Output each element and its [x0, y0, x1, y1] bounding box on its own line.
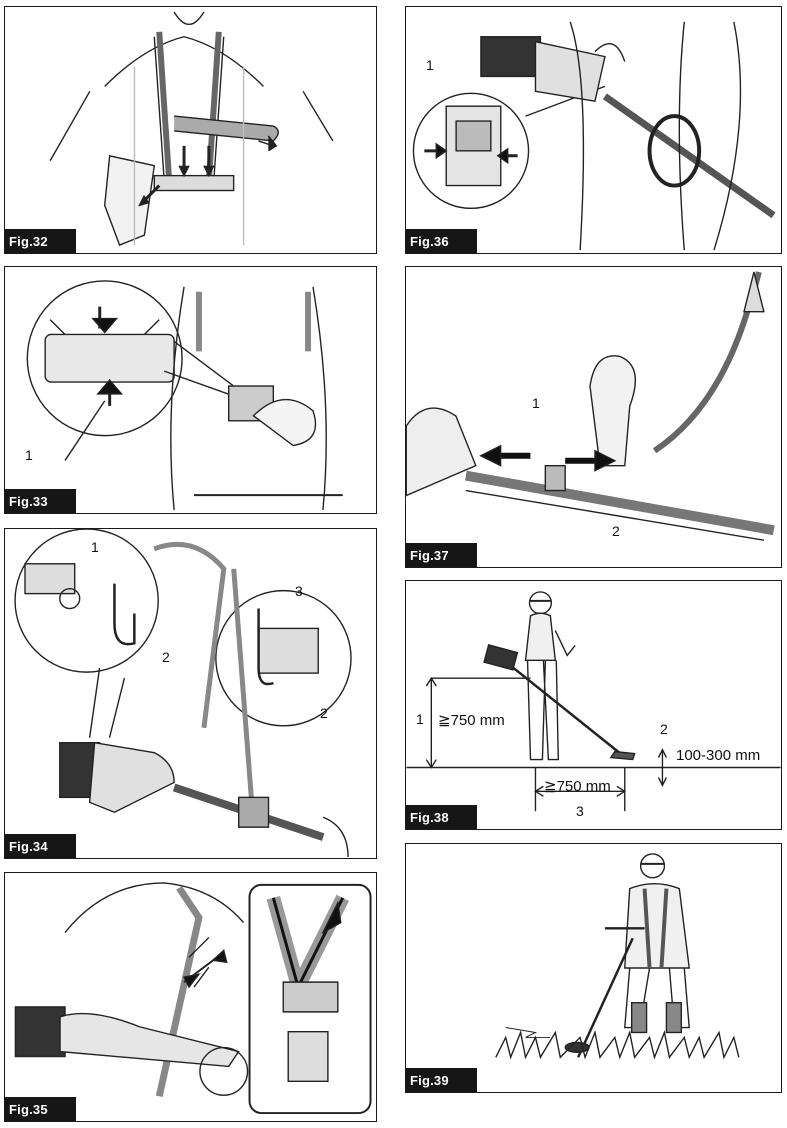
callout-3: 3 — [295, 583, 303, 599]
figure-label: Fig.36 — [406, 229, 477, 253]
distance-dimension: ≧750 mm — [544, 778, 611, 795]
callout-1: 1 — [426, 57, 434, 73]
figure-32-panel: Fig.32 — [4, 6, 377, 254]
callout-2b: 2 — [320, 705, 328, 721]
figure-35-panel: Fig.35 — [4, 872, 377, 1122]
quick-release-illustration — [412, 21, 776, 251]
figure-label: Fig.32 — [5, 229, 76, 253]
callout-1: 1 — [416, 711, 424, 727]
grass-cutting-illustration — [495, 853, 740, 1060]
figure-34-panel: 1 2 3 2 Fig.34 — [4, 528, 377, 859]
callout-2: 2 — [660, 721, 668, 737]
figure-label: Fig.35 — [5, 1097, 76, 1121]
callout-1: 1 — [532, 395, 540, 411]
strap-attachment-illustration — [14, 529, 352, 858]
callout-2: 2 — [162, 649, 170, 665]
figure-36-panel: 1 Fig.36 — [405, 6, 782, 254]
figure-33-panel: 1 Fig.33 — [4, 266, 377, 514]
figure-label: Fig.39 — [406, 1068, 477, 1092]
figure-label: Fig.34 — [5, 834, 76, 858]
figure-37-panel: 1 2 Fig.37 — [405, 266, 782, 568]
callout-3: 3 — [576, 803, 584, 819]
figure-label: Fig.38 — [406, 805, 477, 829]
callout-1: 1 — [91, 539, 99, 555]
height-dimension: ≧750 mm — [438, 712, 505, 729]
harness-worn-illustration — [49, 11, 334, 246]
callout-1: 1 — [25, 447, 33, 463]
buckle-closeup-illustration — [26, 280, 343, 511]
figure-label: Fig.37 — [406, 543, 477, 567]
figure-38-panel: 1 ≧750 mm 2 100-300 mm ≧750 mm 3 Fig.38 — [405, 580, 782, 830]
ground-clearance-dimension: 100-300 mm — [676, 747, 761, 764]
figure-39-panel: Fig.39 — [405, 843, 782, 1093]
strap-adjust-illustration — [14, 882, 372, 1115]
operating-posture-diagram — [406, 591, 781, 812]
handle-adjust-illustration — [406, 271, 775, 541]
figure-label: Fig.33 — [5, 489, 76, 513]
callout-2: 2 — [612, 523, 620, 539]
